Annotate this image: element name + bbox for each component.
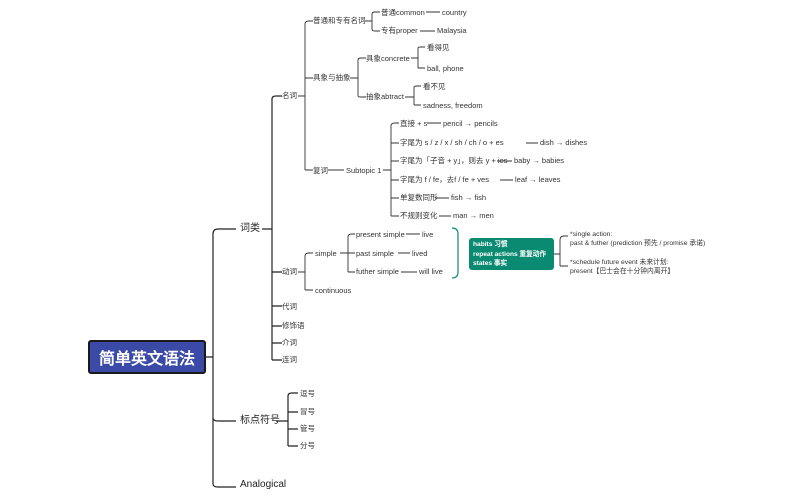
topic-verbs[interactable]: 动词 [282,267,297,276]
plural-rule[interactable]: 单复数同形 [400,193,438,202]
concrete-abstract-branch [350,46,425,106]
topic-plural[interactable]: 复词 [313,166,328,175]
topic-proper-example[interactable]: Malaysia [437,26,467,35]
plural-rule[interactable]: 字尾为 s / z / x / sh / ch / o + es [400,138,504,147]
topic-punctuation[interactable]: 标点符号 [240,415,280,426]
plural-rule[interactable]: 直接 + s [400,119,428,128]
simple-usage-summary[interactable]: habits 习惯 repeat actions 重复动作 states 事实 [469,238,554,270]
topic-plural-subtopic[interactable]: Subtopic 1 [346,166,382,175]
topic-prepositions[interactable]: 介词 [282,338,297,347]
cilei-branch [262,95,282,361]
plural-example[interactable]: man → men [453,211,494,220]
summary-repeat-actions: repeat actions 重复动作 [473,250,546,258]
topic-abstract[interactable]: 抽象abtract [366,92,404,101]
summary-bracket [451,227,459,279]
plural-example[interactable]: dish → dishes [540,138,588,147]
punct-comma[interactable]: 逗号 [300,389,315,398]
topic-word-classes[interactable]: 词类 [240,223,260,234]
note-schedule-future[interactable]: *schedule future event 未来计划: present【巴士会… [570,259,675,275]
topic-continuous[interactable]: continuous [315,286,352,295]
topic-conjunctions[interactable]: 连词 [282,355,297,364]
summary-states: states 事实 [473,260,508,267]
plural-rule[interactable]: 字尾为「子音 + y」，则去 y + ies [400,156,508,165]
topic-concrete-example[interactable]: ball, phone [427,64,464,73]
topic-concrete-abstract[interactable]: 具象与抽象 [313,73,351,82]
plural-rule[interactable]: 字尾为 f / fe，去f / fe + ves [400,175,489,184]
tense-example[interactable]: live [422,230,434,239]
plural-branch [328,122,399,217]
topic-abstract-example[interactable]: sadness, freedom [423,101,483,110]
punct-semicolon[interactable]: 分号 [300,441,315,450]
common-proper-branch [365,11,440,32]
plural-example[interactable]: fish → fish [451,193,487,202]
root-spine [206,228,236,488]
punct-tube[interactable]: 管号 [300,424,315,433]
plural-example[interactable]: leaf → leaves [515,175,561,184]
topic-common-example[interactable]: country [442,8,467,17]
topic-pronouns[interactable]: 代词 [282,302,297,311]
summary-note-bracket [554,235,568,267]
topic-modifiers[interactable]: 修饰语 [282,321,305,330]
tense-example[interactable]: lived [412,249,428,258]
note-single-action[interactable]: *single action: past & futher (predictio… [570,231,706,247]
tense-example[interactable]: will live [419,267,443,276]
topic-abstract-invisible[interactable]: 看不见 [423,82,446,91]
root-topic[interactable]: 简单英文语法 [88,340,206,374]
topic-nouns[interactable]: 名词 [282,91,297,100]
punct-colon[interactable]: 冒号 [300,407,315,416]
topic-analogical[interactable]: Analogical [240,479,287,490]
topic-proper[interactable]: 专有proper [381,26,418,35]
tense-present-simple[interactable]: present simple [356,230,405,239]
plural-examples [427,122,538,217]
punct-branch [276,392,298,447]
tense-past-simple[interactable]: past simple [356,249,394,258]
topic-common-proper[interactable]: 普通和专有名词 [313,16,366,25]
topic-concrete-visible[interactable]: 看得见 [427,43,450,52]
topic-concrete[interactable]: 具象concrete [366,54,410,63]
topic-simple[interactable]: simple [315,249,337,258]
summary-habits: habits 习惯 [473,241,508,248]
plural-example[interactable]: baby → babies [514,156,565,165]
plural-rule[interactable]: 不规则变化 [400,211,438,220]
topic-common[interactable]: 普通common [381,8,425,17]
noun-branch [298,20,313,171]
plural-example[interactable]: pencil → pencils [443,119,498,128]
verb-branch [298,233,420,291]
tense-future-simple[interactable]: futher simple [356,267,399,276]
